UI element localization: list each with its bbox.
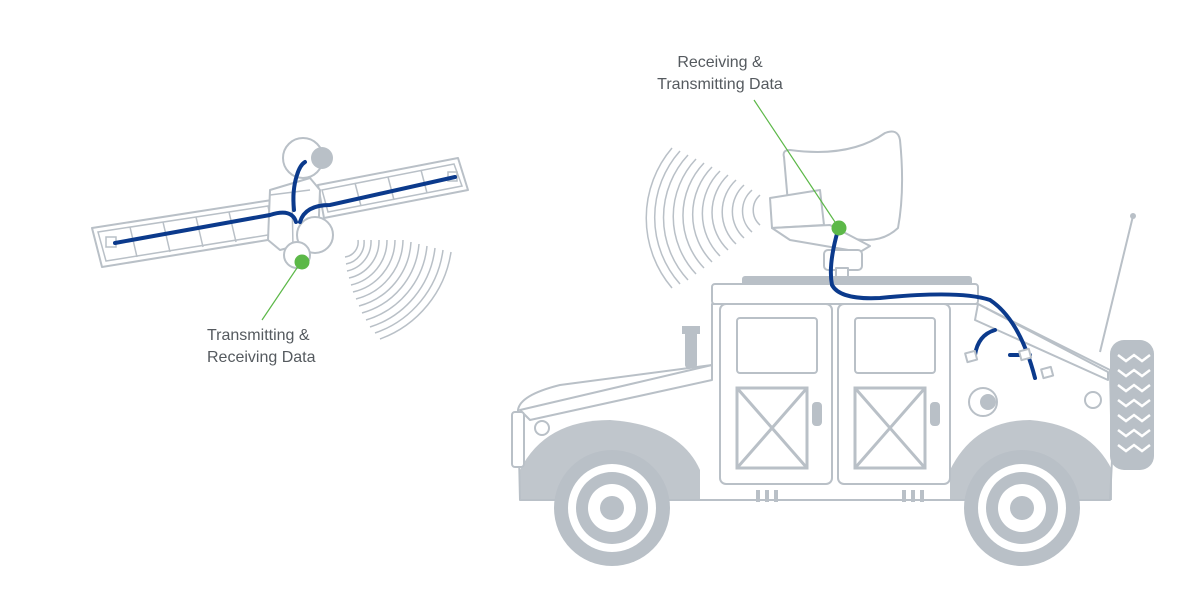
vehicle-front-wheel xyxy=(554,450,670,566)
satellite-marker-dot xyxy=(294,254,310,270)
vehicle-signal-waves-icon xyxy=(645,147,761,289)
vehicle-spare-tire xyxy=(1110,340,1154,470)
satellite-label-line1: Transmitting & xyxy=(207,327,310,344)
satellite-side-dish xyxy=(296,216,334,254)
vehicle-label: Receiving & Transmitting Data xyxy=(640,52,800,96)
satellite-right-solar-panel xyxy=(317,157,469,219)
satellite-signal-waves-icon xyxy=(344,239,452,340)
satellite-label-line2: Receiving Data xyxy=(207,349,316,366)
vehicle-cable xyxy=(828,228,1055,380)
vehicle-illustration xyxy=(511,99,1154,566)
satellite-label: Transmitting & Receiving Data xyxy=(207,325,316,369)
vehicle-label-line2: Transmitting Data xyxy=(657,76,783,93)
vehicle-marker-dot xyxy=(831,220,847,236)
satellite-leader-line xyxy=(261,261,302,321)
satellite-gray-dish xyxy=(311,147,333,169)
vehicle-rear-wheel xyxy=(964,450,1080,566)
vehicle-label-line1: Receiving & xyxy=(677,54,763,71)
satellite-cable xyxy=(113,160,457,245)
vehicle-whip-antenna xyxy=(1099,215,1134,353)
satellite-illustration xyxy=(91,137,469,340)
satellite-left-solar-panel xyxy=(91,199,281,268)
vehicle-leader-line xyxy=(753,99,840,229)
